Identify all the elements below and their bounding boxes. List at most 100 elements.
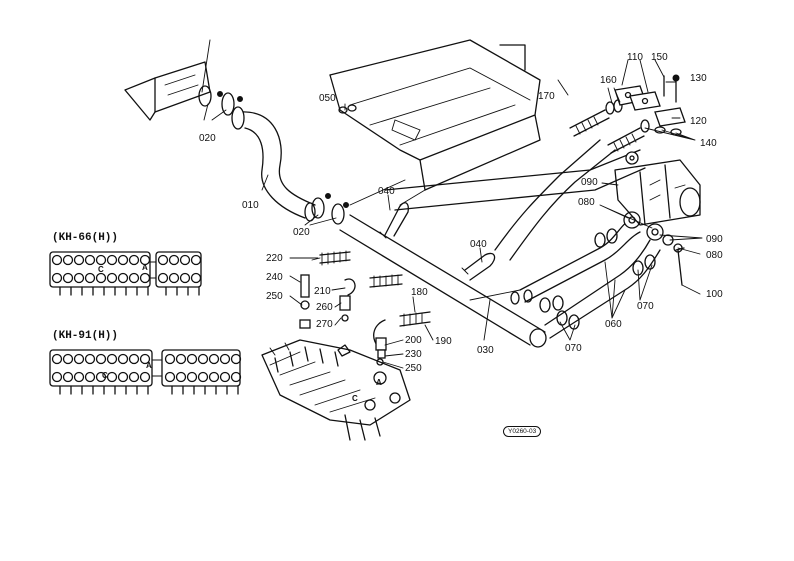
callout-250-upper: 250 — [266, 291, 283, 302]
callout-190: 190 — [435, 336, 452, 347]
valve-port — [73, 254, 85, 266]
valve-port — [179, 272, 191, 284]
callout-100: 100 — [706, 289, 723, 300]
valve-port — [95, 254, 107, 266]
valve-port — [208, 353, 220, 365]
kh66-aux-ports-bottom — [157, 272, 202, 284]
valve-port — [95, 272, 107, 284]
valve-port — [106, 272, 118, 284]
valve-port — [95, 371, 107, 383]
callout-140: 140 — [700, 138, 717, 149]
callout-230: 230 — [405, 349, 422, 360]
valve-port — [106, 254, 118, 266]
callout-040-u-bolt-upper: 040 — [378, 186, 395, 197]
callout-170: 170 — [538, 91, 555, 102]
kh91-spools-bottom — [59, 385, 149, 395]
valve-port — [73, 371, 85, 383]
u-bolts — [379, 202, 496, 281]
valve-port — [128, 272, 140, 284]
valve-port — [197, 371, 209, 383]
callout-120: 120 — [690, 116, 707, 127]
main-valve-port-letter-c: C — [352, 394, 358, 403]
callout-240: 240 — [266, 272, 283, 283]
valve-port — [175, 371, 187, 383]
variant-label-kh91: (KH-91(H)) — [52, 330, 119, 342]
valve-port — [117, 254, 129, 266]
callout-180: 180 — [411, 287, 428, 298]
valve-port — [84, 254, 96, 266]
valve-port — [190, 272, 202, 284]
valve-port — [51, 371, 63, 383]
valve-port — [106, 371, 118, 383]
valve-port — [117, 371, 129, 383]
valve-port — [128, 371, 140, 383]
callout-030-suction-pipe: 030 — [477, 345, 494, 356]
valve-port — [84, 371, 96, 383]
suction-pipe — [339, 139, 646, 348]
valve-port — [73, 353, 85, 365]
variant-label-kh66: (KH-66(H)) — [52, 232, 119, 244]
bolts — [338, 104, 357, 114]
valve-port — [157, 272, 169, 284]
callout-200: 200 — [405, 335, 422, 346]
kh66-port-letter-a: A — [142, 263, 148, 272]
kh91-valve — [49, 349, 241, 387]
valve-port — [186, 371, 198, 383]
machine-frame — [124, 39, 541, 206]
callout-070-right: 070 — [637, 301, 654, 312]
valve-port — [62, 254, 74, 266]
valve-port — [62, 353, 74, 365]
callout-260: 260 — [316, 302, 333, 313]
valve-port — [164, 353, 176, 365]
callout-250-lower: 250 — [405, 363, 422, 374]
kh91-aux-ports-top — [164, 353, 242, 365]
hydraulic-pump — [614, 151, 701, 286]
callout-150: 150 — [651, 52, 668, 63]
kh91-port-letter-a: A — [146, 361, 152, 370]
hydraulic-hoses — [319, 250, 431, 359]
valve-port — [197, 353, 209, 365]
valve-port — [106, 353, 118, 365]
valve-port — [168, 254, 180, 266]
callout-130: 130 — [690, 73, 707, 84]
valve-port — [139, 353, 151, 365]
valve-port — [219, 371, 231, 383]
control-valve-assembly — [261, 339, 411, 441]
callout-040-u-bolt-lower: 040 — [470, 239, 487, 250]
valve-port — [139, 371, 151, 383]
pump-lines — [510, 211, 683, 339]
valve-port — [84, 353, 96, 365]
callout-160: 160 — [600, 75, 617, 86]
callout-110: 110 — [627, 52, 643, 63]
hose-clamps — [198, 85, 349, 225]
kh66-ports-bottom — [51, 272, 151, 284]
valve-port — [73, 272, 85, 284]
valve-port — [128, 353, 140, 365]
callout-080-upper: 080 — [578, 197, 595, 208]
valve-port — [51, 272, 63, 284]
callout-010-suction-hose: 010 — [242, 200, 259, 211]
callout-050-bolt: 050 — [319, 93, 336, 104]
callout-070-left: 070 — [565, 343, 582, 354]
valve-port — [164, 371, 176, 383]
valve-port — [190, 254, 202, 266]
valve-port — [230, 353, 242, 365]
valve-port — [157, 254, 169, 266]
fittings — [299, 257, 384, 366]
drawing-code: Y0260-03 — [503, 426, 542, 437]
leader-lines — [203, 59, 703, 369]
kh66-port-letter-c: C — [98, 265, 104, 274]
valve-port — [95, 353, 107, 365]
valve-port — [208, 371, 220, 383]
kh66-ports-top — [51, 254, 151, 266]
callout-020-clamp-lower: 020 — [293, 227, 310, 238]
valve-port — [51, 254, 63, 266]
callout-220: 220 — [266, 253, 283, 264]
valve-port — [168, 272, 180, 284]
suction-hose — [231, 106, 316, 222]
valve-port — [62, 371, 74, 383]
valve-port — [175, 353, 187, 365]
kh91-aux-spools-bottom — [171, 385, 239, 395]
kh66-aux-spools-bottom — [165, 286, 200, 296]
